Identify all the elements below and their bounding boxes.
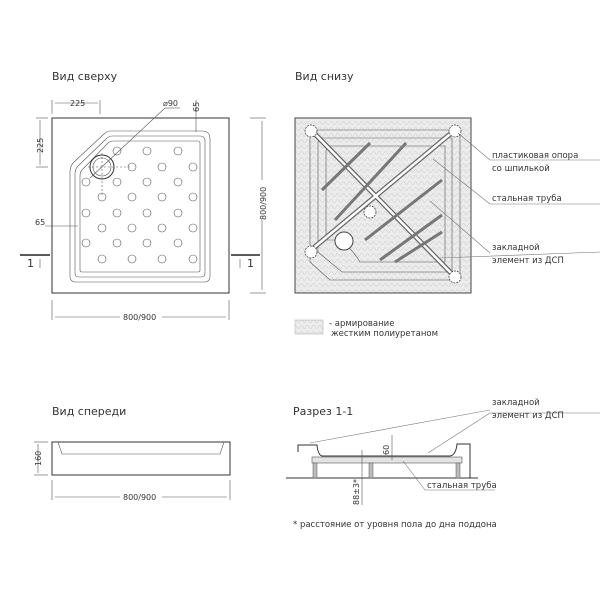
front-view: Вид спереди 160 800/900	[34, 405, 231, 502]
legend-swatch	[294, 319, 324, 335]
label-insert: закладной	[492, 243, 540, 253]
section-title: Разрез 1-1	[293, 405, 353, 418]
section-mark-right: 1	[247, 257, 254, 270]
anti-slip-dot	[112, 208, 122, 218]
anti-slip-dot	[157, 162, 167, 172]
dim-225-horizontal: 225	[70, 99, 85, 108]
anti-slip-dot	[157, 223, 167, 233]
anti-slip-dot	[173, 238, 183, 248]
dim-60: 60	[382, 445, 391, 455]
section-mark-left: 1	[27, 257, 34, 270]
dim-225-vertical: 225	[36, 138, 45, 153]
anti-slip-dot	[112, 146, 122, 156]
anti-slip-dot	[157, 192, 167, 202]
front-outline	[51, 441, 231, 476]
bottom-view: Вид снизу пластиковая опора со шпилькой …	[294, 70, 600, 339]
bottom-view-title: Вид снизу	[295, 70, 354, 83]
anti-slip-dot	[142, 238, 152, 248]
top-view: Вид сверху 225 225 ⌀90 65 65 800/900 800…	[20, 70, 268, 322]
anti-slip-dot	[127, 192, 137, 202]
anti-slip-dot	[97, 254, 107, 264]
tray-rim	[69, 130, 211, 283]
anti-slip-dot	[81, 177, 91, 187]
section-view: Разрез 1-1 закладной элемент из ДСП 60 8…	[286, 398, 600, 530]
dim-88: 88±3*	[352, 479, 361, 505]
section-profile	[297, 443, 471, 478]
anti-slip-dots	[81, 146, 198, 264]
label-plastic-support: пластиковая опора	[492, 151, 578, 161]
dim-front-height: 160	[34, 451, 43, 466]
dim-width: 800/900	[123, 313, 156, 322]
footnote: * расстояние от уровня пола до дна поддо…	[293, 520, 497, 530]
anti-slip-dot	[173, 177, 183, 187]
tray-outline	[51, 117, 230, 294]
front-view-title: Вид спереди	[52, 405, 126, 418]
top-view-title: Вид сверху	[52, 70, 118, 83]
section-label-insert-chipboard: элемент из ДСП	[492, 411, 564, 421]
section-label-insert: закладной	[492, 398, 540, 408]
anti-slip-dot	[97, 223, 107, 233]
dim-front-width: 800/900	[123, 493, 156, 502]
label-steel-pipe: стальная труба	[492, 194, 562, 204]
label-insert-chipboard: элемент из ДСП	[492, 256, 564, 266]
anti-slip-dot	[188, 223, 198, 233]
anti-slip-dot	[127, 223, 137, 233]
anti-slip-dot	[142, 208, 152, 218]
anti-slip-dot	[188, 162, 198, 172]
section-label-pipe: стальная труба	[427, 481, 497, 491]
plastic-supports	[304, 124, 462, 284]
anti-slip-dot	[157, 254, 167, 264]
section-pipe	[311, 456, 463, 464]
anti-slip-dot	[112, 177, 122, 187]
anti-slip-dot	[81, 238, 91, 248]
anti-slip-dot	[173, 208, 183, 218]
anti-slip-dot	[81, 208, 91, 218]
legend-reinforcement: - армирование	[329, 319, 394, 329]
chipboard-inserts	[320, 141, 443, 264]
section-legs	[312, 462, 461, 479]
anti-slip-dot	[188, 192, 198, 202]
anti-slip-dot	[173, 146, 183, 156]
anti-slip-dot	[188, 254, 198, 264]
drain-opening	[334, 231, 354, 251]
anti-slip-dot	[112, 238, 122, 248]
anti-slip-dot	[142, 177, 152, 187]
dim-height: 800/900	[259, 187, 268, 220]
anti-slip-dot	[127, 254, 137, 264]
label-with-stud: со шпилькой	[492, 164, 550, 174]
anti-slip-dot	[142, 146, 152, 156]
dim-drain-diameter: ⌀90	[163, 99, 178, 108]
dim-65-top: 65	[192, 102, 201, 112]
dim-65-left: 65	[35, 218, 45, 227]
legend-polyurethane: жестким полиуретаном	[331, 329, 438, 339]
